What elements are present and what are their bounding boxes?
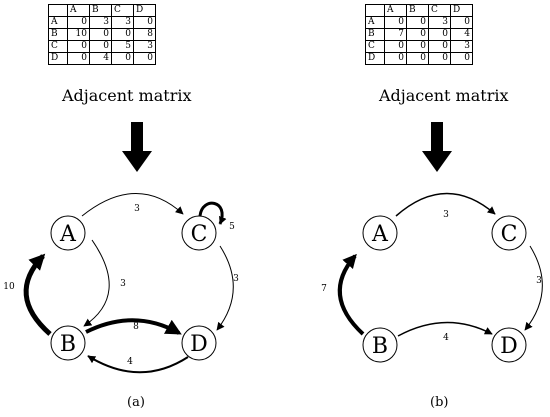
edge-label: 3: [443, 210, 449, 220]
edge-label: 3: [536, 276, 542, 286]
edge-b-to-d: [397, 321, 493, 337]
node-c: C: [181, 215, 217, 251]
node-label: D: [500, 334, 518, 359]
node-a: A: [362, 215, 398, 251]
matrix-row: D 0 0 0 0: [365, 52, 473, 65]
graph-b: 3 7 4 3 A B C D: [321, 122, 543, 363]
node-d: D: [491, 327, 527, 363]
edge-c-to-d: [216, 245, 234, 331]
matrix-row: C 0 0 0 3: [365, 40, 473, 53]
edge-label: 3: [134, 204, 140, 214]
edge-label: 7: [321, 284, 327, 294]
edge-b-to-a: [23, 253, 52, 336]
panel-label: (b): [430, 395, 449, 410]
edge-label: 5: [229, 222, 235, 232]
edge-label: 4: [443, 333, 449, 343]
adjacency-matrix-b: A B C D A 0 0 3 0 B 7 0 0 4 C 0 0 0 3 D: [365, 4, 473, 65]
edge-label: 10: [3, 282, 15, 292]
edge-b-to-d: [85, 318, 182, 335]
graph-a: 3 3 10 8 4 3 5 A B C D: [3, 122, 239, 374]
node-a: A: [50, 215, 86, 251]
down-arrow-icon: [122, 122, 152, 172]
edge-d-to-b: [87, 355, 189, 374]
node-label: C: [501, 222, 518, 247]
matrix-row: B 10 0 0 8: [48, 28, 156, 41]
edge-c-to-d: [524, 245, 543, 331]
matrix-caption: Adjacent matrix: [379, 86, 509, 105]
matrix-row: D 0 4 0 0: [48, 52, 156, 65]
edge-a-to-c: [395, 192, 496, 217]
adjacency-matrix-a: A B C D A 0 3 3 0 B 10 0 0 8 C 0 0 5 3 D: [48, 4, 156, 65]
node-label: A: [59, 222, 77, 247]
edge-b-to-a: [337, 253, 365, 336]
node-label: B: [372, 334, 388, 359]
matrix-header-row: A B C D: [365, 4, 473, 17]
edge-label: 8: [133, 322, 139, 332]
edge-label: 3: [233, 274, 239, 284]
panel-label: (a): [127, 395, 145, 410]
node-label: A: [371, 222, 389, 247]
panel-a: A B C D A 0 3 3 0 B 10 0 0 8 C 0 0 5 3 D: [3, 4, 239, 410]
edge-a-to-b: [83, 239, 110, 327]
node-d: D: [181, 325, 217, 361]
node-b: B: [362, 327, 398, 363]
matrix-cell: 0: [450, 52, 473, 65]
edge-label: 3: [120, 279, 126, 289]
edge-label: 4: [127, 357, 133, 367]
node-b: B: [50, 325, 86, 361]
node-label: B: [60, 332, 76, 357]
edge-a-to-c: [81, 193, 184, 217]
node-label: C: [191, 222, 208, 247]
matrix-cell: 0: [133, 52, 156, 65]
node-label: D: [190, 332, 208, 357]
edge-c-loop: [198, 201, 227, 225]
panel-b: A B C D A 0 0 3 0 B 7 0 0 4 C 0 0 0 3 D: [275, 0, 550, 417]
node-c: C: [491, 215, 527, 251]
down-arrow-icon: [422, 122, 452, 172]
matrix-caption: Adjacent matrix: [62, 86, 192, 105]
